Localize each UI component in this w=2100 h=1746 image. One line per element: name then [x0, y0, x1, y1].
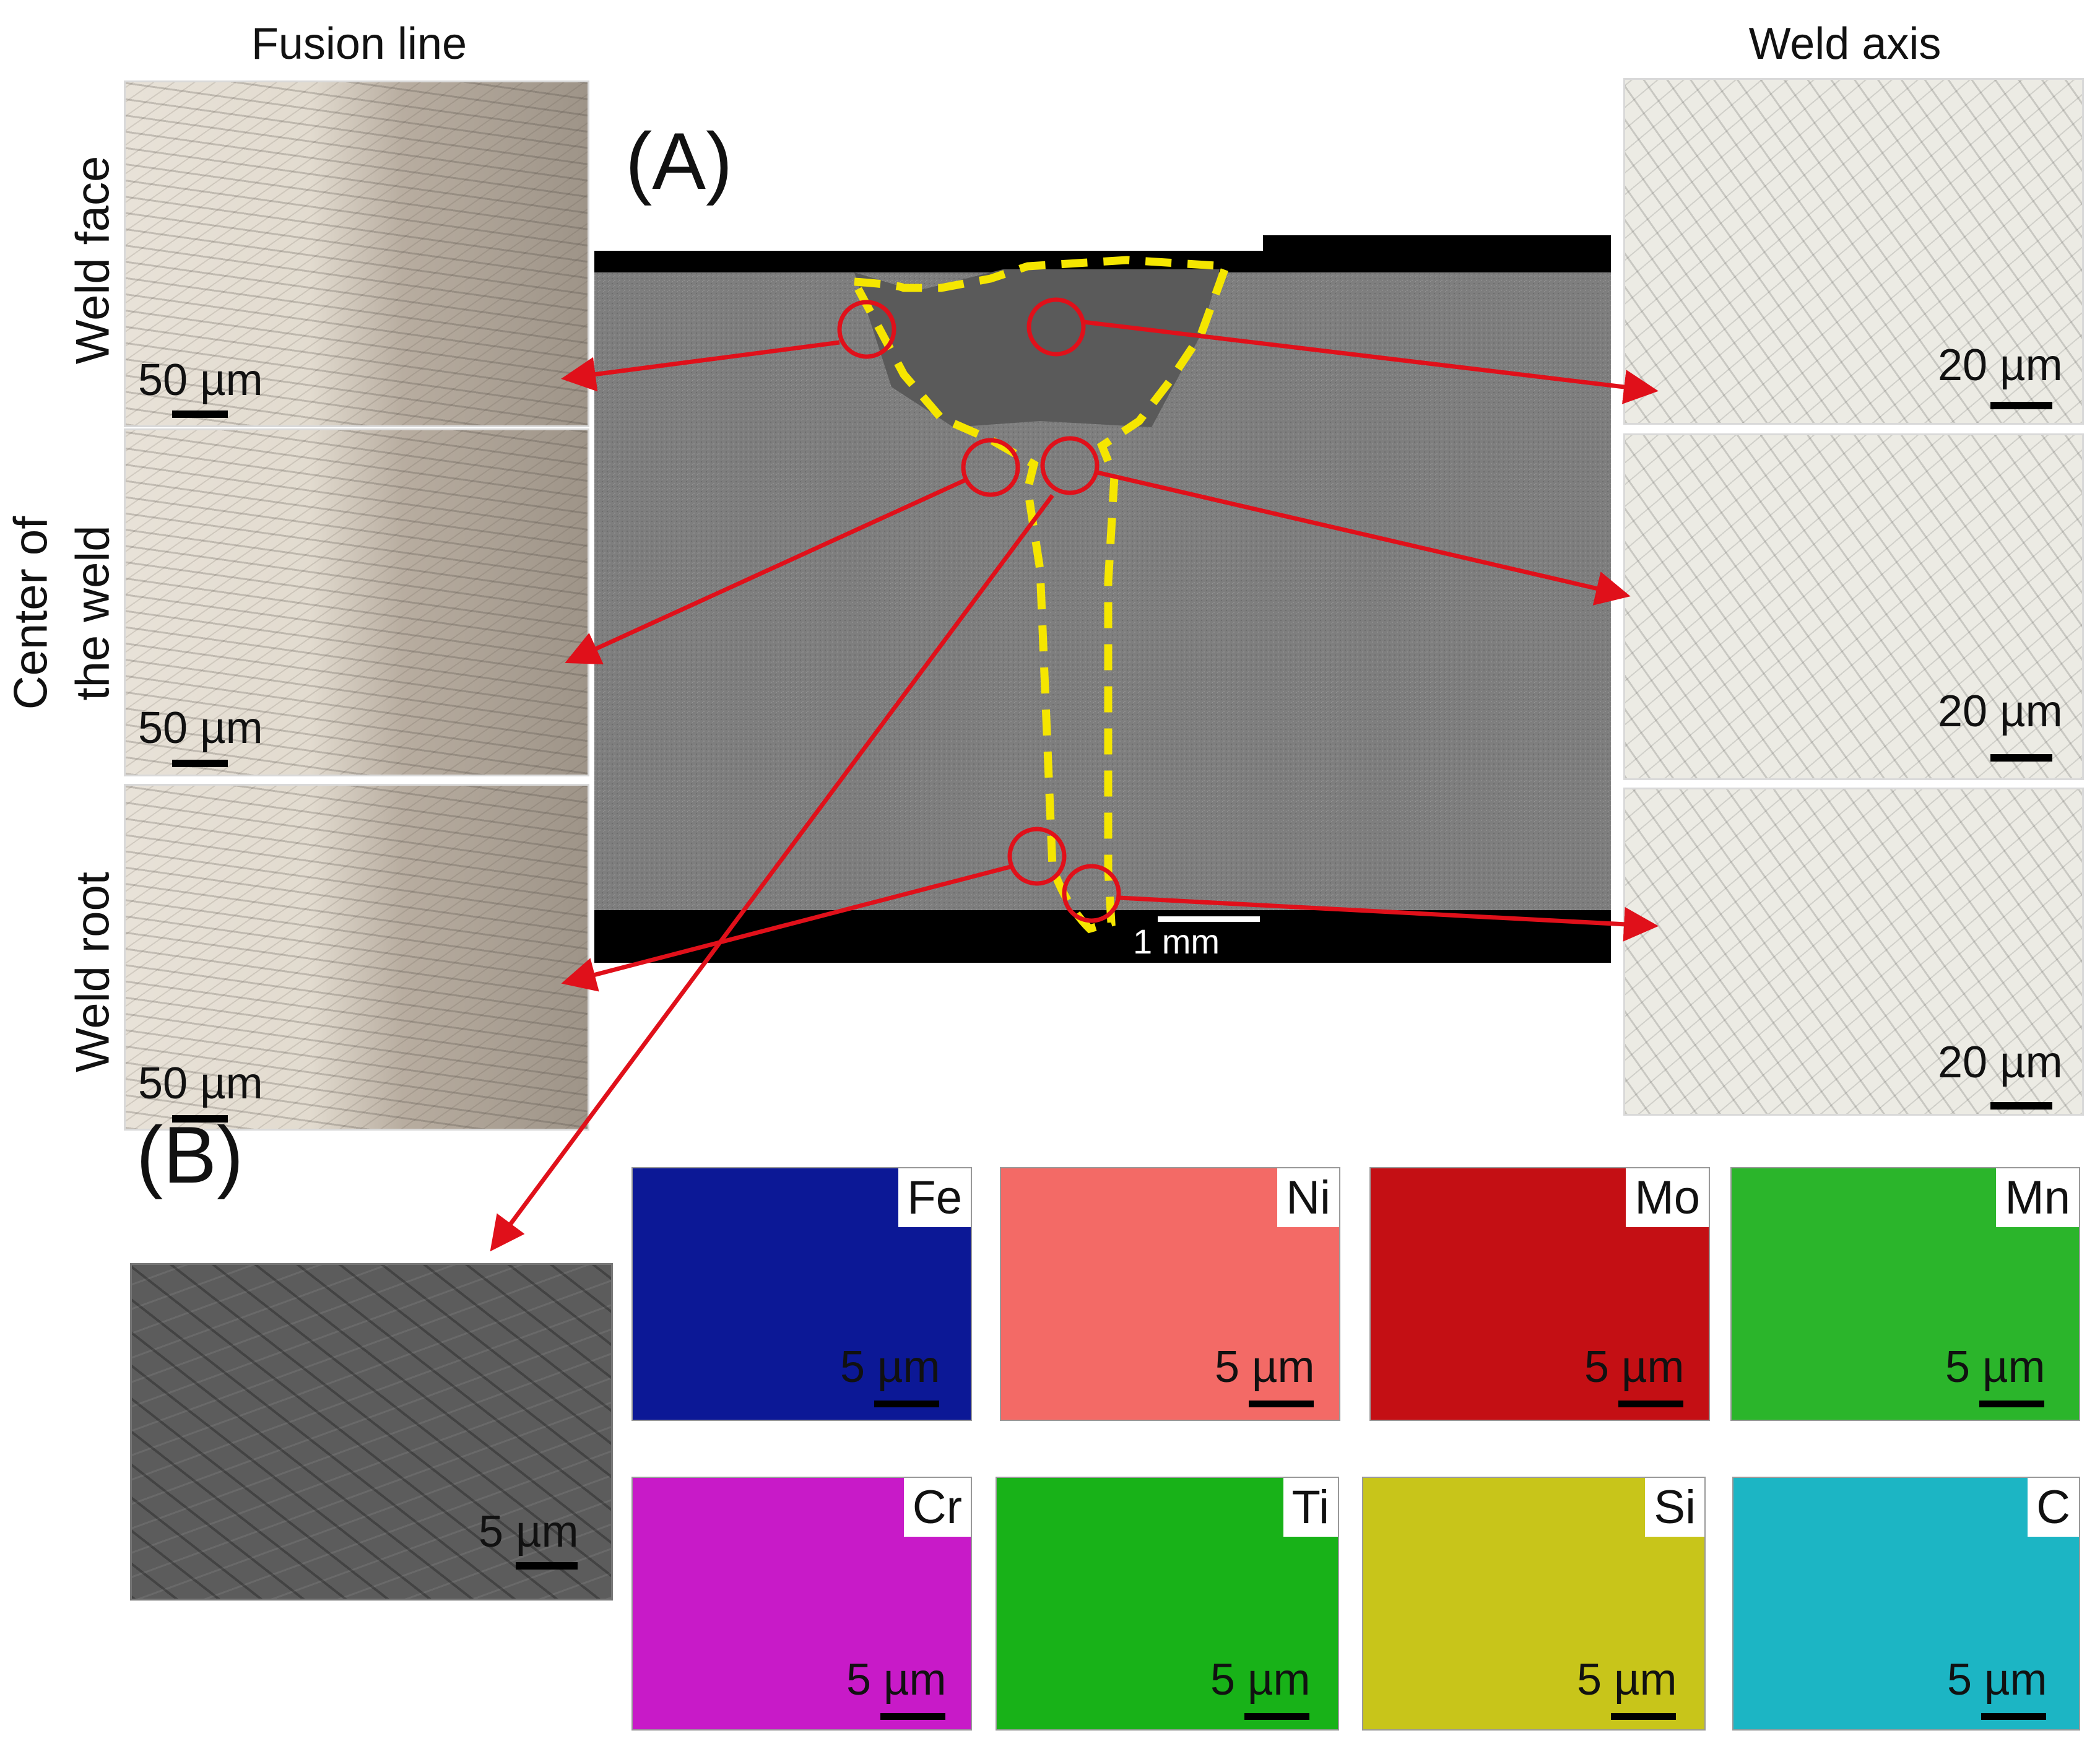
- arrow-weld-face-fusion: [561, 340, 840, 392]
- scale-bar: [1244, 1713, 1309, 1720]
- fusion-micrograph-center: 50 µm: [124, 428, 589, 776]
- sem-scale-bar: [516, 1562, 578, 1570]
- arrow-center-fusion: [565, 477, 967, 665]
- arrow-root-fusion: [561, 864, 1011, 992]
- arrow-center-axis: [1096, 470, 1631, 606]
- axis-micrograph-center: 20 µm: [1623, 433, 2084, 780]
- eds-map-mn: Mn 5 µm: [1730, 1167, 2080, 1421]
- eds-map-ti: Ti 5 µm: [996, 1477, 1339, 1731]
- scale-bar: [1990, 402, 2052, 409]
- scale-bar: [1979, 1401, 2044, 1407]
- scale-label: 5 µm: [840, 1342, 940, 1392]
- callout-circle: [1062, 864, 1121, 923]
- arrow-root-axis: [1119, 895, 1659, 942]
- eds-map-c: C 5 µm: [1732, 1477, 2080, 1731]
- element-label: Ni: [1277, 1168, 1339, 1227]
- macro-top-step: [1263, 235, 1611, 254]
- element-label: Cr: [903, 1478, 971, 1537]
- callout-circle: [1040, 436, 1100, 495]
- callout-circle: [1007, 827, 1067, 886]
- fusion-micrograph-weld-root: 50 µm: [124, 784, 589, 1131]
- element-label: Si: [1645, 1478, 1704, 1537]
- eds-map-si: Si 5 µm: [1362, 1477, 1706, 1731]
- macro-scale-bar: [1158, 916, 1260, 922]
- arrow-weld-face-axis: [1083, 319, 1659, 404]
- scale-label: 5 µm: [1947, 1655, 2047, 1705]
- scale-bar: [1618, 1401, 1683, 1407]
- weld-outline: [847, 256, 1232, 934]
- scale-bar: [1611, 1713, 1676, 1720]
- sem-scale-label: 5 µm: [479, 1507, 579, 1557]
- eds-map-cr: Cr 5 µm: [631, 1477, 972, 1731]
- weld-axis-header: Weld axis: [1748, 19, 1942, 69]
- callout-circle: [837, 300, 896, 359]
- scale-bar: [874, 1401, 939, 1407]
- scale-label: 50 µm: [138, 703, 263, 753]
- scale-label: 5 µm: [1584, 1342, 1685, 1392]
- macro-scale-label: 1 mm: [1133, 922, 1220, 961]
- scale-label: 50 µm: [138, 1059, 263, 1108]
- fusion-micrograph-weld-face: 50 µm: [124, 80, 589, 427]
- eds-map-ni: Ni 5 µm: [1000, 1167, 1340, 1421]
- sem-micrograph: 5 µm: [130, 1263, 613, 1600]
- eds-map-fe: Fe 5 µm: [631, 1167, 972, 1421]
- element-label: Mo: [1626, 1168, 1709, 1227]
- scale-bar: [1249, 1401, 1314, 1407]
- axis-micrograph-weld-face: 20 µm: [1623, 78, 2084, 425]
- scale-label: 50 µm: [138, 355, 263, 405]
- scale-bar: [172, 760, 228, 767]
- arrow-sem: [490, 493, 1054, 1252]
- scale-bar: [172, 1115, 228, 1123]
- eds-map-mo: Mo 5 µm: [1369, 1167, 1710, 1421]
- element-label: Ti: [1283, 1478, 1338, 1537]
- scale-label: 5 µm: [846, 1655, 947, 1705]
- scale-bar: [172, 410, 228, 418]
- scale-label: 5 µm: [1577, 1655, 1677, 1705]
- scale-label: 20 µm: [1938, 1038, 2063, 1087]
- axis-micrograph-weld-root: 20 µm: [1623, 788, 2084, 1116]
- element-label: Fe: [898, 1168, 971, 1227]
- scale-label: 20 µm: [1938, 687, 2063, 736]
- callout-circle: [1026, 297, 1086, 357]
- panel-label-b: (B): [136, 1110, 244, 1200]
- panel-label-a: (A): [625, 116, 733, 206]
- scale-label: 5 µm: [1215, 1342, 1315, 1392]
- element-label: C: [2028, 1478, 2079, 1537]
- fusion-line-header: Fusion line: [251, 19, 467, 69]
- element-label: Mn: [1996, 1168, 2079, 1227]
- weld-macrograph: 1 mm: [594, 235, 1611, 963]
- callout-circle: [961, 438, 1020, 497]
- scale-bar: [1990, 754, 2052, 762]
- scale-label: 5 µm: [1210, 1655, 1311, 1705]
- scale-bar: [1990, 1102, 2052, 1110]
- scale-bar: [1981, 1713, 2046, 1720]
- scale-label: 20 µm: [1938, 341, 2063, 390]
- scale-bar: [880, 1713, 945, 1720]
- scale-label: 5 µm: [1945, 1342, 2046, 1392]
